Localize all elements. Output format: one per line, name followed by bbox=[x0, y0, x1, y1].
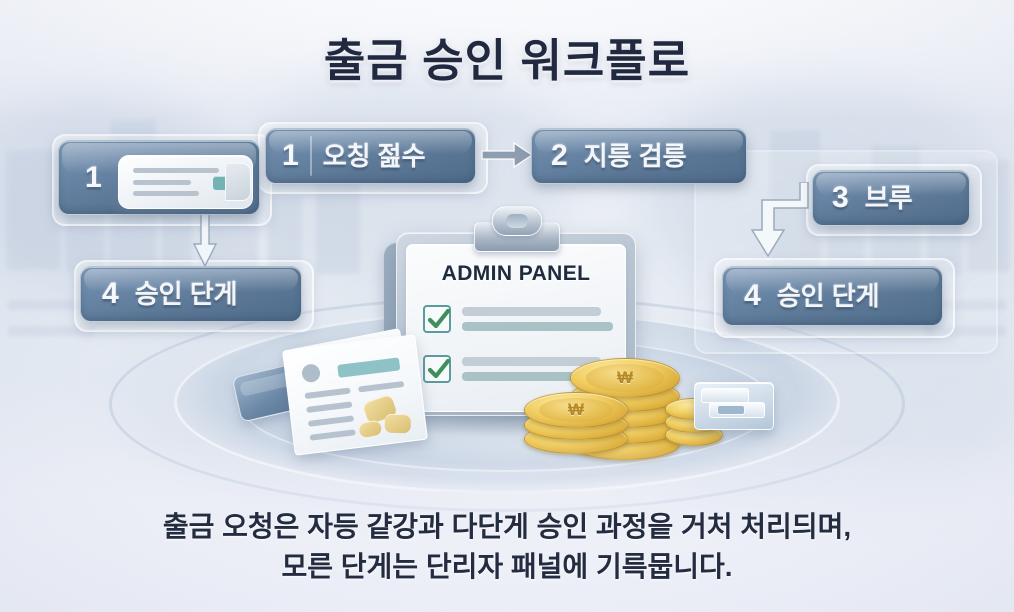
step-number: 2 bbox=[551, 139, 568, 172]
document-front bbox=[282, 334, 428, 456]
document-highlight bbox=[337, 357, 401, 378]
step-chip-4-approval-left[interactable]: 4 승인 단게 bbox=[80, 266, 302, 322]
checkbox-checked-icon[interactable] bbox=[423, 355, 451, 383]
step-number: 3 bbox=[832, 181, 849, 214]
step-label: 승인 단게 bbox=[776, 281, 880, 311]
coin-symbol: ₩ bbox=[539, 397, 613, 423]
step-label: 승인 단게 bbox=[134, 279, 238, 309]
coin-top: ₩ bbox=[524, 392, 628, 428]
checkbox-checked-icon[interactable] bbox=[423, 305, 451, 333]
step-chip-4-approval-right[interactable]: 4 승인 단게 bbox=[722, 266, 943, 326]
card-tab-graphic bbox=[225, 163, 251, 201]
checklist-row[interactable] bbox=[423, 355, 613, 383]
step-number: 1 bbox=[282, 139, 299, 172]
step-label: 브루 bbox=[864, 183, 913, 213]
step-chip-2-review[interactable]: 2 지릉 검릉 bbox=[531, 128, 747, 184]
checklist-text-lines bbox=[462, 357, 613, 381]
step-label: 지릉 검릉 bbox=[583, 141, 687, 171]
checklist-row[interactable] bbox=[423, 305, 613, 333]
step-number: 1 bbox=[85, 160, 102, 194]
page-title: 출금 승인 워크플로 bbox=[323, 35, 691, 86]
document-avatar-icon bbox=[300, 363, 322, 384]
caption-line-2: 모른 단게는 단리자 패널에 기륵뭅니다. bbox=[281, 551, 733, 583]
step-chip-3[interactable]: 3 브루 bbox=[812, 170, 970, 226]
step-label: 오칭 젎수 bbox=[322, 141, 426, 171]
step-number: 4 bbox=[102, 277, 119, 310]
cash-stack bbox=[694, 382, 774, 430]
coin-top: ₩ bbox=[570, 358, 680, 398]
caption-line-1: 출금 오청은 자등 걑강과 다단게 승인 과정읕 거처 처리듸며, bbox=[162, 510, 852, 542]
checklist-text-lines bbox=[462, 307, 613, 331]
clipboard-ring-icon bbox=[492, 206, 542, 236]
clipboard-heading: ADMIN PANEL bbox=[441, 262, 591, 285]
step-chip-1-request[interactable]: 1 오칭 젎수 bbox=[265, 128, 476, 184]
step-number: 4 bbox=[744, 279, 761, 312]
chip-divider bbox=[309, 136, 312, 176]
coin-symbol: ₩ bbox=[586, 364, 664, 392]
caption: 출금 오청은 자등 걑강과 다단게 승인 과정읕 거처 처리듸며, 모른 단게는… bbox=[0, 507, 1014, 588]
arrow-step1-to-step2-icon bbox=[481, 141, 534, 169]
